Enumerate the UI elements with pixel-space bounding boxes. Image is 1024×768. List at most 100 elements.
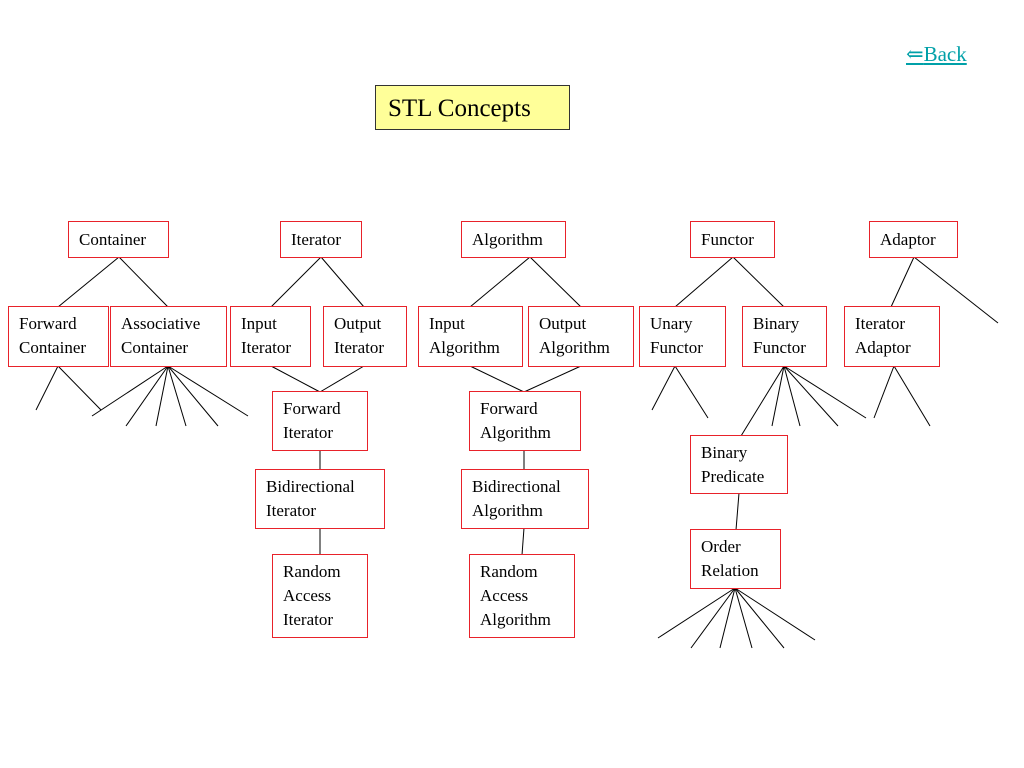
- edge: [890, 256, 915, 308]
- edge: [167, 365, 187, 427]
- edge: [893, 365, 931, 427]
- node-label-line: Output: [334, 314, 382, 333]
- node-label-line: Access: [283, 586, 332, 605]
- node-label-line: Binary: [701, 443, 748, 462]
- node-label-line: Access: [480, 586, 529, 605]
- edge: [155, 365, 169, 427]
- node-label-line: Iterator: [855, 314, 906, 333]
- edge: [270, 256, 322, 308]
- node-label-line: Output: [539, 314, 587, 333]
- edge: [771, 365, 785, 427]
- edge: [913, 256, 999, 324]
- edge: [783, 365, 801, 427]
- node-label-line: Iterator: [283, 423, 334, 442]
- edge: [469, 256, 531, 308]
- node-label-line: Adaptor: [855, 338, 911, 357]
- edge: [125, 365, 169, 427]
- edge: [690, 587, 736, 649]
- node-label-line: Algorithm: [429, 338, 500, 357]
- edge: [657, 587, 736, 639]
- node-label-line: Input: [429, 314, 465, 333]
- edge: [57, 365, 102, 411]
- edge: [873, 365, 895, 419]
- node-label-line: Algorithm: [480, 423, 551, 442]
- node-functor: Functor: [690, 221, 775, 258]
- node-label-line: Algorithm: [539, 338, 610, 357]
- node-label-line: Predicate: [701, 467, 765, 486]
- node-label-line: Order: [701, 537, 741, 556]
- node-label-line: Iterator: [334, 338, 385, 357]
- edge: [719, 587, 736, 649]
- node-label-line: Container: [79, 230, 147, 249]
- edge: [529, 256, 582, 308]
- page-title: STL Concepts: [375, 85, 570, 130]
- node-label-line: Bidirectional: [266, 477, 355, 496]
- node-label-line: Iterator: [241, 338, 292, 357]
- edge: [734, 587, 785, 649]
- node-label-line: Functor: [701, 230, 754, 249]
- node-label-line: Algorithm: [480, 610, 551, 629]
- node-algorithm: Algorithm: [461, 221, 566, 258]
- node-iterator: Iterator: [280, 221, 362, 258]
- edge: [319, 365, 365, 393]
- node-label-line: Bidirectional: [472, 477, 561, 496]
- edge: [270, 365, 321, 393]
- node-label-line: Binary: [753, 314, 800, 333]
- edge: [521, 527, 525, 556]
- edge: [734, 587, 816, 641]
- edge: [167, 365, 249, 417]
- node-label-line: Associative: [121, 314, 201, 333]
- node-label-line: Random: [283, 562, 341, 581]
- node-label-line: Random: [480, 562, 538, 581]
- node-label-line: Container: [19, 338, 87, 357]
- edge: [740, 365, 785, 437]
- edge: [57, 256, 120, 308]
- node-label-line: Iterator: [266, 501, 317, 520]
- node-adaptor: Adaptor: [869, 221, 958, 258]
- node-label-line: Functor: [753, 338, 806, 357]
- edge: [118, 256, 169, 308]
- node-container: Container: [68, 221, 169, 258]
- edge: [732, 256, 785, 308]
- node-label-line: Relation: [701, 561, 759, 580]
- edge: [674, 365, 709, 419]
- node-label-line: Forward: [283, 399, 341, 418]
- back-link[interactable]: ⇐Back: [906, 42, 967, 66]
- node-label-line: Input: [241, 314, 277, 333]
- edge: [35, 365, 59, 411]
- edge: [783, 365, 839, 427]
- node-label-line: Iterator: [291, 230, 342, 249]
- edge: [651, 365, 676, 411]
- edge: [734, 587, 753, 649]
- node-label-line: Adaptor: [880, 230, 936, 249]
- edge: [783, 365, 867, 419]
- edge: [735, 492, 740, 531]
- node-label-line: Forward: [19, 314, 77, 333]
- node-label-line: Algorithm: [472, 230, 543, 249]
- edge: [167, 365, 219, 427]
- node-label-line: Iterator: [283, 610, 334, 629]
- node-label-line: Functor: [650, 338, 703, 357]
- node-label-line: Forward: [480, 399, 538, 418]
- edge: [91, 365, 169, 417]
- node-label-line: Algorithm: [472, 501, 543, 520]
- node-label-line: Unary: [650, 314, 693, 333]
